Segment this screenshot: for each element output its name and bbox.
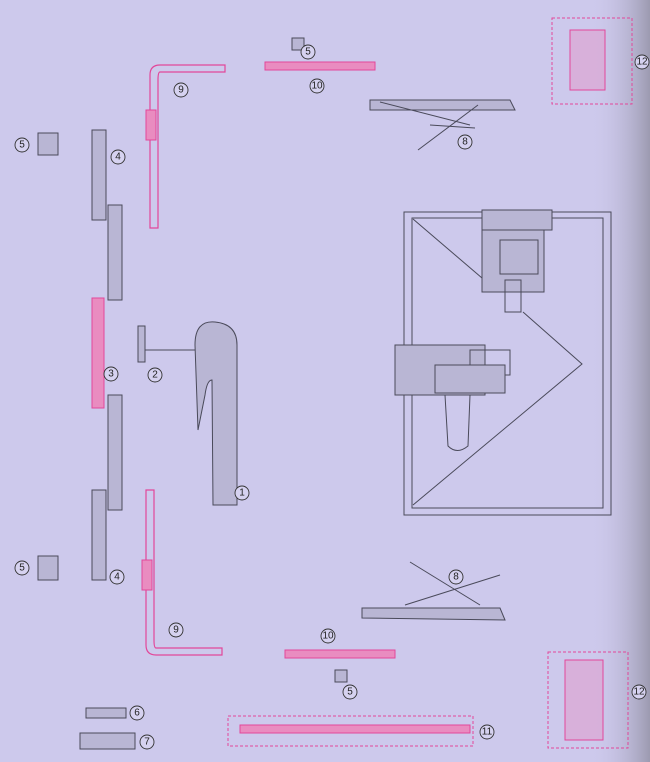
svg-text:11: 11	[482, 727, 493, 738]
svg-text:12: 12	[633, 687, 645, 698]
svg-text:6: 6	[134, 708, 140, 719]
part-6	[85, 707, 127, 719]
callout-8-top: 8	[457, 134, 473, 150]
friction-stay-top	[369, 99, 516, 151]
callout-5-left-bottom: 5	[14, 560, 30, 576]
callout-5-bottom: 5	[342, 684, 358, 700]
svg-text:5: 5	[19, 563, 25, 574]
svg-text:5: 5	[347, 687, 353, 698]
svg-text:8: 8	[462, 137, 468, 148]
callout-12-top: 12	[634, 54, 650, 70]
hinge-bottom	[564, 659, 604, 741]
callout-1: 1	[234, 485, 250, 501]
gearbox	[91, 297, 105, 409]
svg-text:3: 3	[108, 369, 114, 380]
svg-text:2: 2	[152, 370, 158, 381]
part-11-box	[227, 715, 474, 747]
callout-8-bottom: 8	[448, 569, 464, 585]
svg-text:9: 9	[178, 85, 184, 96]
callout-6: 6	[129, 705, 145, 721]
part-12-bottom-box	[547, 651, 629, 749]
corner-drive-top	[145, 64, 226, 229]
callout-2: 2	[147, 367, 163, 383]
keeper-left-bottom	[37, 555, 59, 581]
top-profile-section	[481, 209, 553, 313]
pivot-plate-top	[264, 61, 376, 71]
part-12-top-box	[551, 17, 633, 105]
svg-text:9: 9	[173, 625, 179, 636]
callout-5-top: 5	[300, 44, 316, 60]
callout-4-top: 4	[110, 149, 126, 165]
corner-drive-bottom	[141, 489, 223, 656]
callout-10-bottom: 10	[320, 628, 336, 644]
keeper-left-top	[37, 132, 59, 156]
svg-text:5: 5	[305, 47, 311, 58]
callout-11: 11	[479, 724, 495, 740]
svg-text:1: 1	[239, 488, 245, 499]
pivot-plate-bottom	[284, 649, 396, 659]
callout-3: 3	[103, 366, 119, 382]
espagnolette-bottom	[91, 394, 123, 581]
svg-text:10: 10	[311, 81, 323, 92]
callout-7: 7	[139, 734, 155, 750]
callout-10-top: 10	[309, 78, 325, 94]
keeper-bottom	[334, 669, 348, 683]
keeper-top	[291, 37, 305, 51]
svg-text:7: 7	[144, 737, 150, 748]
svg-text:5: 5	[19, 140, 25, 151]
side-profile-section	[394, 344, 511, 451]
espagnolette-top	[91, 129, 123, 301]
hinge-top	[569, 29, 606, 91]
callout-9-bottom: 9	[168, 622, 184, 638]
callout-5-left-top: 5	[14, 137, 30, 153]
callout-12-bottom: 12	[631, 684, 647, 700]
window-handle	[194, 321, 238, 506]
friction-stay-bottom	[361, 561, 506, 621]
part-7	[79, 732, 136, 750]
svg-text:8: 8	[453, 572, 459, 583]
svg-text:4: 4	[114, 572, 120, 583]
callout-9-top: 9	[173, 82, 189, 98]
callout-4-bottom: 4	[109, 569, 125, 585]
svg-text:12: 12	[636, 57, 648, 68]
spindle	[137, 325, 195, 363]
svg-text:10: 10	[322, 631, 334, 642]
page-edge-shadow	[590, 0, 650, 762]
window-frame-drawing	[394, 209, 612, 516]
part-11	[239, 724, 471, 734]
svg-text:4: 4	[115, 152, 121, 163]
